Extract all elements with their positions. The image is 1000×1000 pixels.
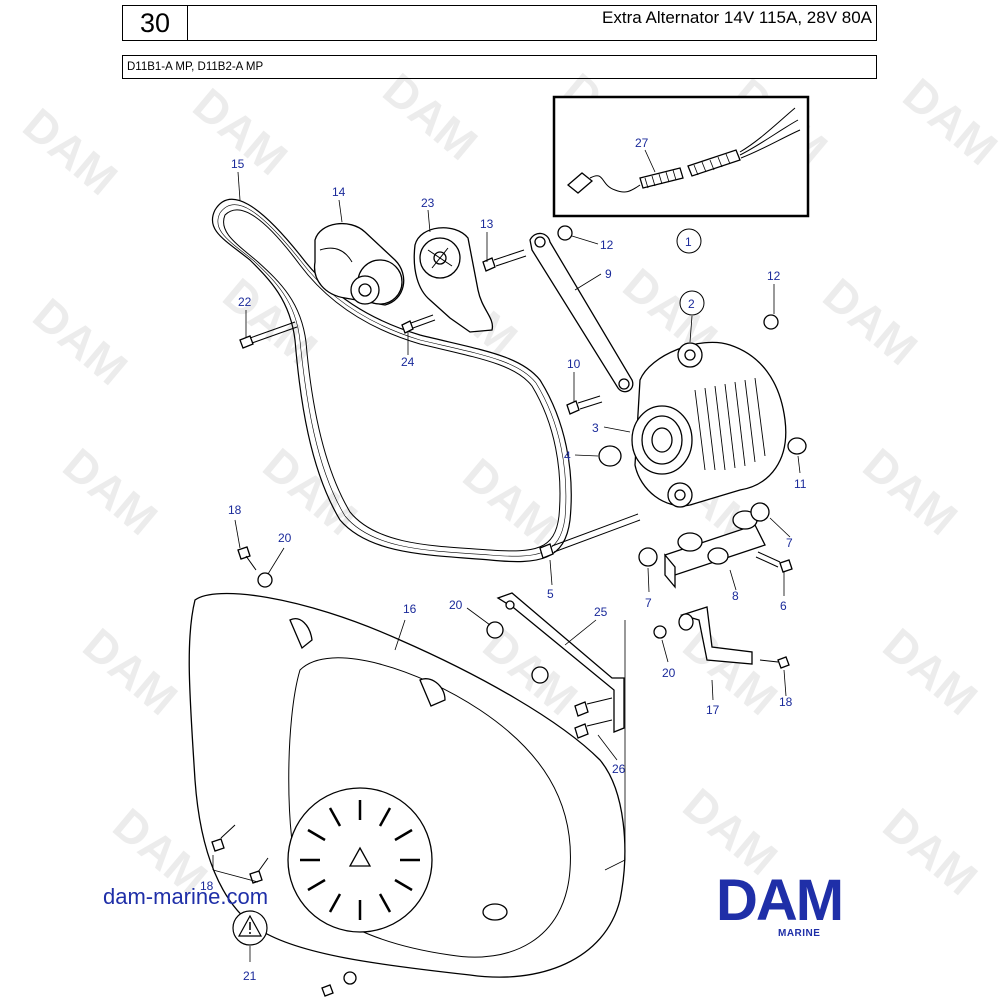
watermark: DAM: [24, 288, 138, 395]
callout-18: 18: [228, 503, 242, 517]
section-number: 30: [123, 6, 188, 40]
tensioner-bracket: [413, 227, 494, 333]
callout-8: 8: [732, 589, 739, 603]
pulley-nut: [598, 445, 622, 467]
watermark: DAM: [814, 268, 928, 375]
callout-7: 7: [786, 536, 793, 550]
watermark: DAM: [214, 268, 328, 375]
wiring-harness-inset: [552, 95, 810, 218]
callout-16: 16: [403, 602, 417, 616]
warning-icon: [232, 910, 268, 946]
callout-labels: 1 2 3 4 5 6 7 7 8 9 10 11 12 12 13 14 15…: [200, 136, 807, 983]
washer-20-mid: [486, 621, 504, 639]
callout-17: 17: [706, 703, 720, 717]
adjuster-arm: [529, 232, 634, 393]
bolt-18-left: [237, 546, 257, 571]
callout-15: 15: [231, 157, 245, 171]
header-models-box: D11B1-A MP, D11B2-A MP: [122, 55, 877, 79]
spacer-11: [787, 437, 807, 455]
watermark: DAM: [874, 798, 988, 905]
header-title-box: 30 Extra Alternator 14V 115A, 28V 80A: [122, 5, 877, 41]
callout-12: 12: [600, 238, 614, 252]
mounting-bracket-8: [664, 510, 766, 589]
bolt-10: [566, 395, 603, 415]
washer-20-right: [653, 625, 667, 639]
callout-24: 24: [401, 355, 415, 369]
callout-21: 21: [243, 969, 257, 983]
washer-7-right: [750, 502, 770, 522]
watermark: DAM: [14, 98, 128, 205]
brand-subtitle: MARINE: [778, 928, 821, 939]
washer-20-lower: [531, 666, 549, 684]
alternator: [631, 341, 787, 508]
callout-7: 7: [645, 596, 652, 610]
site-link[interactable]: dam-marine.com: [103, 884, 269, 909]
brand-logo: DAM: [716, 868, 844, 933]
callout-circle-1: [676, 228, 702, 254]
bolt-6: [755, 551, 793, 573]
watermark: DAM: [674, 618, 788, 725]
callout-27: 27: [635, 136, 649, 150]
callout-20: 20: [278, 531, 292, 545]
callout-2: 2: [688, 297, 695, 311]
watermark: DAM: [894, 68, 1000, 175]
watermark: DAM: [254, 438, 368, 545]
nut-12-upper: [557, 225, 573, 241]
callout-circle-2: [679, 290, 705, 316]
brand-logo-text: DAM: [716, 868, 842, 933]
leader-lines: [212, 171, 801, 962]
callout-5: 5: [547, 587, 554, 601]
callout-18: 18: [200, 879, 214, 893]
callout-3: 3: [592, 421, 599, 435]
bolt-18-bottom: [211, 824, 269, 884]
callout-4: 4: [564, 449, 571, 463]
bolt-13: [482, 249, 527, 272]
belt-guard: [188, 592, 626, 978]
belt-tensioner: [313, 222, 405, 306]
bolts-26: [574, 697, 613, 739]
bolt-24: [401, 314, 436, 334]
washer-7-left: [638, 547, 658, 567]
callout-11: 11: [794, 477, 807, 491]
callout-1: 1: [685, 235, 692, 249]
callout-22: 22: [238, 295, 252, 309]
callout-20: 20: [662, 666, 676, 680]
callout-12: 12: [767, 269, 781, 283]
long-bolt-5: [539, 513, 641, 559]
callout-13: 13: [480, 217, 494, 231]
page-title: Extra Alternator 14V 115A, 28V 80A: [602, 8, 872, 27]
callout-9: 9: [605, 267, 612, 281]
callout-25: 25: [594, 605, 608, 619]
callout-20: 20: [449, 598, 463, 612]
callout-26: 26: [612, 762, 626, 776]
callout-6: 6: [780, 599, 787, 613]
watermark: DAM: [874, 618, 988, 725]
support-bracket-17: [678, 606, 753, 665]
watermark: DAM: [54, 438, 168, 545]
callout-10: 10: [567, 357, 581, 371]
watermark: DAM: [374, 63, 488, 170]
bolt-18-right: [759, 656, 790, 669]
bolt-bottom-edge: [321, 971, 357, 997]
watermark: DAM: [854, 438, 968, 545]
callout-23: 23: [421, 196, 435, 210]
watermark: DAM: [74, 618, 188, 725]
bolt-22: [239, 321, 298, 349]
washer-20-left: [257, 572, 273, 588]
engine-models: D11B1-A MP, D11B2-A MP: [127, 61, 264, 73]
callout-18: 18: [779, 695, 793, 709]
callout-14: 14: [332, 185, 346, 199]
nut-12-right: [763, 314, 779, 330]
bracket-25: [496, 592, 625, 733]
